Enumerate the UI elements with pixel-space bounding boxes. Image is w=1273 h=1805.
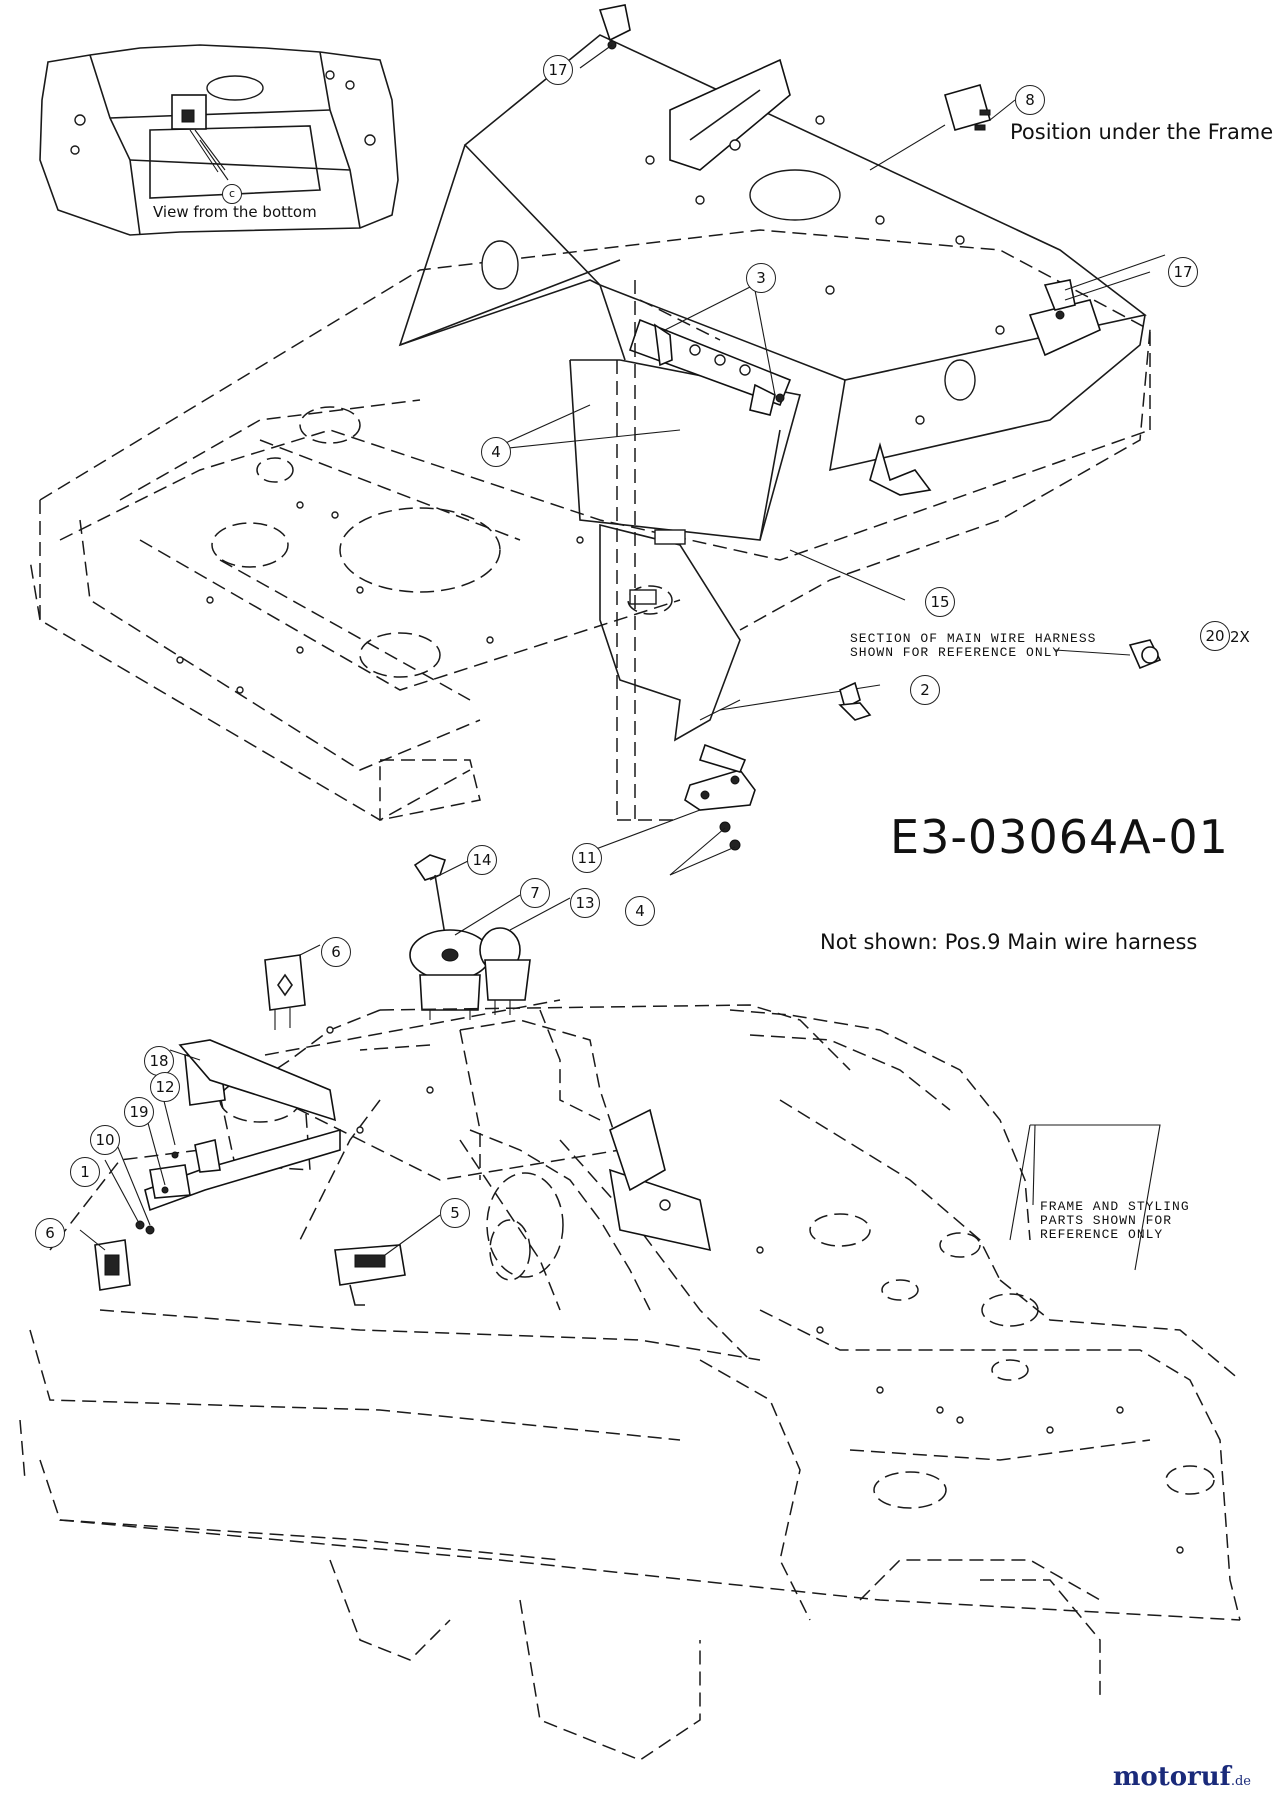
- fastener-17b: [1043, 279, 1076, 320]
- multiplier-label: 2X: [1230, 628, 1250, 646]
- diagram-code: E3-03064A-01: [890, 810, 1229, 864]
- ignition-parts: [264, 854, 531, 1030]
- callout-3: 3: [746, 263, 776, 293]
- frame-note-line-2: PARTS SHOWN FOR: [1040, 1213, 1173, 1228]
- callout-19: 19: [124, 1097, 154, 1127]
- fastener-17a: [598, 4, 631, 50]
- mount-bracket: [684, 681, 881, 851]
- upper-panel: [398, 34, 1147, 821]
- view-from-bottom-label: View from the bottom: [153, 203, 317, 221]
- dash-bracket: [94, 1039, 712, 1306]
- harness-note-line-2: SHOWN FOR REFERENCE ONLY: [850, 645, 1062, 660]
- lower-body: [19, 999, 1241, 1761]
- callout-11: 11: [572, 843, 602, 873]
- harness-section-note: SECTION OF MAIN WIRE HARNESS SHOWN FOR R…: [850, 632, 1096, 660]
- callout-12: 12: [150, 1072, 180, 1102]
- callout-7: 7: [520, 878, 550, 908]
- callout-14: 14: [467, 845, 497, 875]
- callout-13: 13: [570, 888, 600, 918]
- not-shown-note: Not shown: Pos.9 Main wire harness: [820, 930, 1198, 954]
- leader-lines: [79, 44, 1166, 1271]
- harness-connector: [1054, 639, 1162, 670]
- callout-4-lower: 4: [625, 896, 655, 926]
- callout-8: 8: [1015, 85, 1045, 115]
- callout-1: 1: [70, 1157, 100, 1187]
- callout-10: 10: [90, 1125, 120, 1155]
- callout-20: 20: [1200, 621, 1230, 651]
- harness-note-line-1: SECTION OF MAIN WIRE HARNESS: [850, 631, 1097, 646]
- callout-6-lower: 6: [35, 1218, 65, 1248]
- upper-frame: [29, 229, 1151, 821]
- brand-name: motoruf: [1112, 1762, 1231, 1792]
- connector-8: [869, 84, 991, 171]
- inset-bottom-view: [39, 44, 399, 236]
- callout-2: 2: [910, 675, 940, 705]
- brand-logo: motoruf.de: [1113, 1762, 1251, 1792]
- frame-styling-note: FRAME AND STYLING PARTS SHOWN FOR REFERE…: [1040, 1200, 1190, 1242]
- callout-18: 18: [144, 1046, 174, 1076]
- frame-note-line-3: REFERENCE ONLY: [1040, 1227, 1164, 1242]
- position-under-frame-label: Position under the Frame: [1010, 120, 1273, 144]
- callout-5: 5: [440, 1198, 470, 1228]
- callout-17-top: 17: [543, 55, 573, 85]
- callout-4-upper: 4: [481, 437, 511, 467]
- callout-17-right: 17: [1168, 257, 1198, 287]
- callout-15: 15: [925, 587, 955, 617]
- callout-6-upper: 6: [321, 937, 351, 967]
- frame-note-line-1: FRAME AND STYLING: [1040, 1199, 1190, 1214]
- brand-suffix: .de: [1230, 1774, 1251, 1789]
- callout-c: c: [222, 184, 242, 204]
